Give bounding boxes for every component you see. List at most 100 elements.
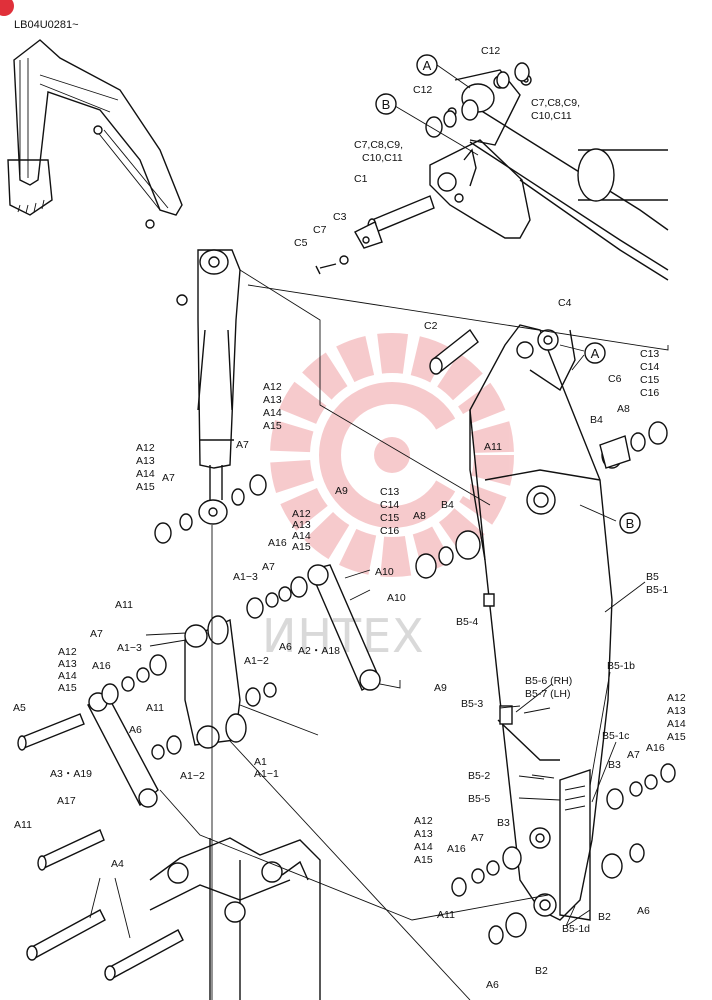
label-a12-link-1: A12 (292, 508, 311, 520)
label-a12-cyll-2: A13 (136, 455, 155, 467)
label-c2: C2 (424, 320, 438, 332)
label-c5: C5 (294, 237, 308, 249)
label-a1-3-top: A1−3 (233, 571, 258, 583)
label-a7-left: A7 (90, 628, 103, 640)
label-a12-left-2: A13 (58, 658, 77, 670)
leader-lines (89, 64, 669, 1000)
callout-a-arm: A (584, 342, 606, 364)
label-a12-left-1: A12 (58, 646, 77, 658)
label-a12-bottom-3: A14 (414, 841, 433, 853)
label-b5-5: B5-5 (468, 793, 490, 805)
label-c6: C6 (608, 373, 622, 385)
label-a6-mid: A6 (279, 641, 292, 653)
callout-a-top: A (416, 54, 438, 76)
label-a11-left: A11 (115, 599, 133, 611)
label-a10-a: A10 (375, 566, 394, 578)
label-a1-2-bottom: A1−2 (180, 770, 205, 782)
label-c3: C3 (333, 211, 347, 223)
label-a12-cyll-1: A12 (136, 442, 155, 454)
label-c1: C1 (354, 173, 368, 185)
label-c7-left-1: C7,C8,C9, (354, 139, 403, 151)
label-b2-right: B2 (598, 911, 611, 923)
svg-text:A: A (423, 58, 432, 73)
label-c13-mid-1: C13 (380, 486, 399, 498)
label-c13-right-1: C13 (640, 348, 659, 360)
label-a8-right: A8 (617, 403, 630, 415)
label-a1-3-left: A1−3 (117, 642, 142, 654)
label-a1-1: A1 (254, 756, 267, 768)
label-b5-2: B5-1 (646, 584, 668, 596)
label-c13-mid-4: C16 (380, 525, 399, 537)
label-a12-right-3: A14 (667, 718, 686, 730)
label-a12-cylr-1: A12 (263, 381, 282, 393)
label-a6-bottom: A6 (486, 979, 499, 991)
label-b5-2-part: B5-2 (468, 770, 490, 782)
label-c13-right-2: C14 (640, 361, 659, 373)
label-b5-1: B5 (646, 571, 659, 583)
boom-cylinder-drawing (426, 69, 669, 281)
label-a12-right-2: A13 (667, 705, 686, 717)
pin-c1-drawing (315, 195, 435, 275)
svg-text:B: B (382, 97, 391, 112)
label-c7-right-2: C10,C11 (531, 110, 572, 122)
label-b5-6: B5-6 (RH) (525, 675, 572, 687)
label-a12-right-1: A12 (667, 692, 686, 704)
label-c7-left-2: C10,C11 (362, 152, 403, 164)
label-c13-right-3: C15 (640, 374, 659, 386)
label-a1-2: A1−1 (254, 768, 279, 780)
label-a9-bottom: A9 (434, 682, 447, 694)
label-a5: A5 (13, 702, 26, 714)
label-a7-cyll: A7 (162, 472, 175, 484)
svg-text:B: B (626, 516, 635, 531)
label-a7-right: A7 (627, 749, 640, 761)
label-a12-link-2: A13 (292, 519, 311, 531)
label-a7-link: A7 (262, 561, 275, 573)
label-c13-mid-3: C15 (380, 512, 399, 524)
svg-text:A: A (591, 346, 600, 361)
callout-b-top: B (375, 93, 397, 115)
label-a11-bottom-right: A11 (437, 909, 455, 921)
label-c13-mid-2: C14 (380, 499, 399, 511)
label-b2-bottom: B2 (535, 965, 548, 977)
label-b5-1d: B5-1d (562, 923, 590, 935)
label-a12-cylr-2: A13 (263, 394, 282, 406)
label-a8-mid: A8 (413, 510, 426, 522)
label-a6-left: A6 (129, 724, 142, 736)
label-a12-cyll-3: A14 (136, 468, 155, 480)
label-a11-small: A11 (146, 702, 164, 714)
label-a12-bottom-2: A13 (414, 828, 433, 840)
label-c12-top: C12 (481, 45, 500, 57)
arm-drawing (469, 324, 613, 921)
label-a16-right: A16 (646, 742, 665, 754)
label-c7: C7 (313, 224, 327, 236)
label-c7-right-1: C7,C8,C9, (531, 97, 580, 109)
boom-foot-drawing (149, 837, 321, 1000)
label-a3-a19: A3・A19 (50, 768, 92, 780)
label-a12-bottom-1: A12 (414, 815, 433, 827)
pins-and-washers (17, 62, 676, 981)
linkage-drawing (87, 564, 381, 808)
label-b5-1b: B5-1b (607, 660, 635, 672)
label-a7-cylr: A7 (236, 439, 249, 451)
label-a7-bottom: A7 (471, 832, 484, 844)
label-c13-right-4: C16 (640, 387, 659, 399)
watermark-gear-icon (270, 333, 514, 577)
label-a16-left: A16 (92, 660, 111, 672)
label-a11-mid: A11 (484, 441, 502, 453)
label-a10-b: A10 (387, 592, 406, 604)
watermark-text: ИНТЕХ (262, 609, 425, 663)
part-labels: C12 C12 C7,C8,C9, C10,C11 C7,C8,C9, C10,… (13, 45, 686, 991)
label-a12-link-3: A14 (292, 530, 311, 542)
label-a6-right: A6 (637, 905, 650, 917)
label-a12-right-4: A15 (667, 731, 686, 743)
corner-badge (0, 0, 14, 16)
label-a4: A4 (111, 858, 124, 870)
label-b5-1c: B5-1c (602, 730, 629, 742)
label-b5-7: B5-7 (LH) (525, 688, 571, 700)
label-c12-left: C12 (413, 84, 432, 96)
label-a17: A17 (57, 795, 76, 807)
label-a12-left-4: A15 (58, 682, 77, 694)
label-a12-cylr-4: A15 (263, 420, 282, 432)
label-b3-right: B3 (608, 759, 621, 771)
label-a12-left-3: A14 (58, 670, 77, 682)
